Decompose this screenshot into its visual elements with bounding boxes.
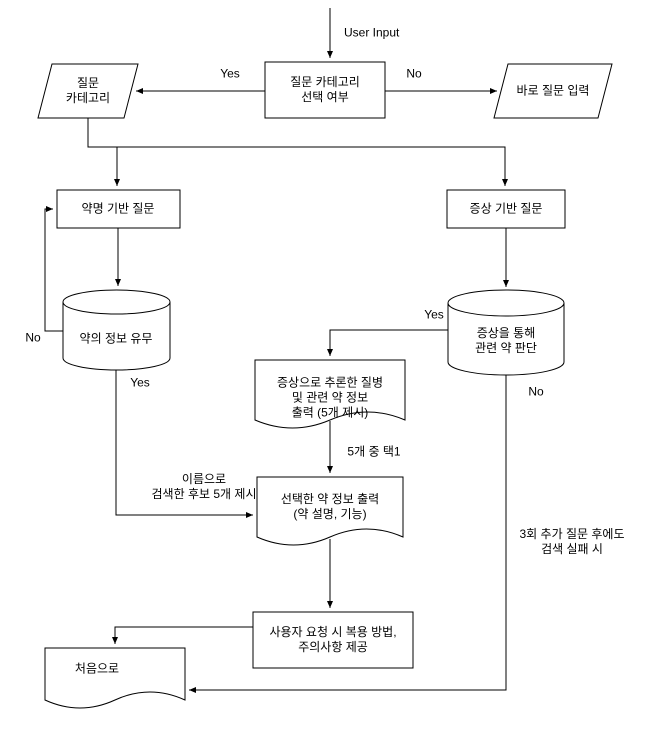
symptom-drug-db-cylinder xyxy=(447,289,565,376)
symptom-drug-db-label: 증상을 통해 관련 약 판단 xyxy=(475,326,537,356)
drug-info-db-label: 약의 정보 유무 xyxy=(79,331,153,346)
search-fail-line1: 3회 추가 질문 후에도 xyxy=(519,527,625,541)
no-category-edge-label: No xyxy=(406,66,422,81)
inferred-output-label: 증상으로 추론한 질병 및 관련 약 정보 출력 (5개 제시) xyxy=(277,376,383,421)
question-category-line2: 카테고리 xyxy=(65,91,111,105)
symptom-question-box xyxy=(446,189,566,229)
edge-category-to-symptomquestion xyxy=(87,118,508,186)
category-select-label: 질문 카테고리 선택 여부 xyxy=(290,75,360,105)
edge-usageinfo-to-restart xyxy=(112,626,253,644)
symptom-question-label: 증상 기반 질문 xyxy=(469,201,543,216)
usage-info-box xyxy=(252,611,414,669)
drug-info-db-cylinder-rim xyxy=(62,301,171,315)
restart-label: 처음으로 xyxy=(74,661,120,676)
question-category-parallelogram xyxy=(37,63,139,119)
selected-output-label: 선택한 약 정보 출력 (약 설명, 기능) xyxy=(281,492,379,522)
edge-no-symptom-to-restart xyxy=(189,375,507,693)
inferred-output-line2: 및 관련 약 정보 xyxy=(291,390,369,405)
name-candidates-line1: 이름으로 xyxy=(181,472,227,486)
category-select-box xyxy=(264,61,386,119)
name-candidates-line2: 검색한 후보 5개 제시 xyxy=(151,487,257,501)
no-drug-info-edge-label: No xyxy=(25,330,41,345)
inferred-output-line1: 증상으로 추론한 질병 xyxy=(276,375,384,390)
inferred-output-document xyxy=(254,359,406,429)
symptom-drug-db-cylinder-rim xyxy=(447,302,565,317)
usage-info-label: 사용자 요청 시 복용 방법, 주의사항 제공 xyxy=(269,625,396,655)
symptom-drug-db-line1: 증상을 통해 xyxy=(476,326,536,340)
no-symptom-edge-label: No xyxy=(528,384,544,399)
restart-document xyxy=(44,647,186,709)
drug-info-db-cylinder xyxy=(62,289,171,371)
user-input-label: User Input xyxy=(344,25,400,40)
inferred-output-line3: 출력 (5개 제시) xyxy=(291,405,369,420)
usage-info-line2: 주의사항 제공 xyxy=(298,640,368,654)
choose-one-edge-label: 5개 중 택1 xyxy=(347,444,401,459)
edge-yes-druginfo-to-selectedoutput xyxy=(115,370,253,518)
name-candidates-edge-label: 이름으로 검색한 후보 5개 제시 xyxy=(152,472,257,502)
selected-output-line2: (약 설명, 기능) xyxy=(293,507,367,521)
question-category-label: 질문 카테고리 xyxy=(66,76,110,106)
question-category-line1: 질문 xyxy=(76,76,100,90)
direct-input-label: 바로 질문 입력 xyxy=(516,83,590,98)
yes-symptom-edge-label: Yes xyxy=(424,307,444,322)
category-select-line1: 질문 카테고리 xyxy=(290,75,360,89)
selected-output-document xyxy=(256,476,404,546)
symptom-drug-db-line2: 관련 약 판단 xyxy=(475,341,537,355)
search-fail-edge-label: 3회 추가 질문 후에도 검색 실패 시 xyxy=(520,527,625,557)
selected-output-line1: 선택한 약 정보 출력 xyxy=(280,492,380,506)
direct-input-parallelogram xyxy=(493,63,613,119)
drug-name-question-label: 약명 기반 질문 xyxy=(81,201,155,216)
edge-no-loop-druginfo xyxy=(44,206,63,332)
yes-category-edge-label: Yes xyxy=(220,66,240,81)
usage-info-line1: 사용자 요청 시 복용 방법, xyxy=(269,625,397,639)
edge-yes-symptom-to-inferredoutput xyxy=(327,329,448,356)
yes-drug-info-edge-label: Yes xyxy=(130,375,150,390)
search-fail-line2: 검색 실패 시 xyxy=(541,542,603,556)
category-select-line2: 선택 여부 xyxy=(301,90,349,104)
drug-name-question-box xyxy=(56,189,181,229)
